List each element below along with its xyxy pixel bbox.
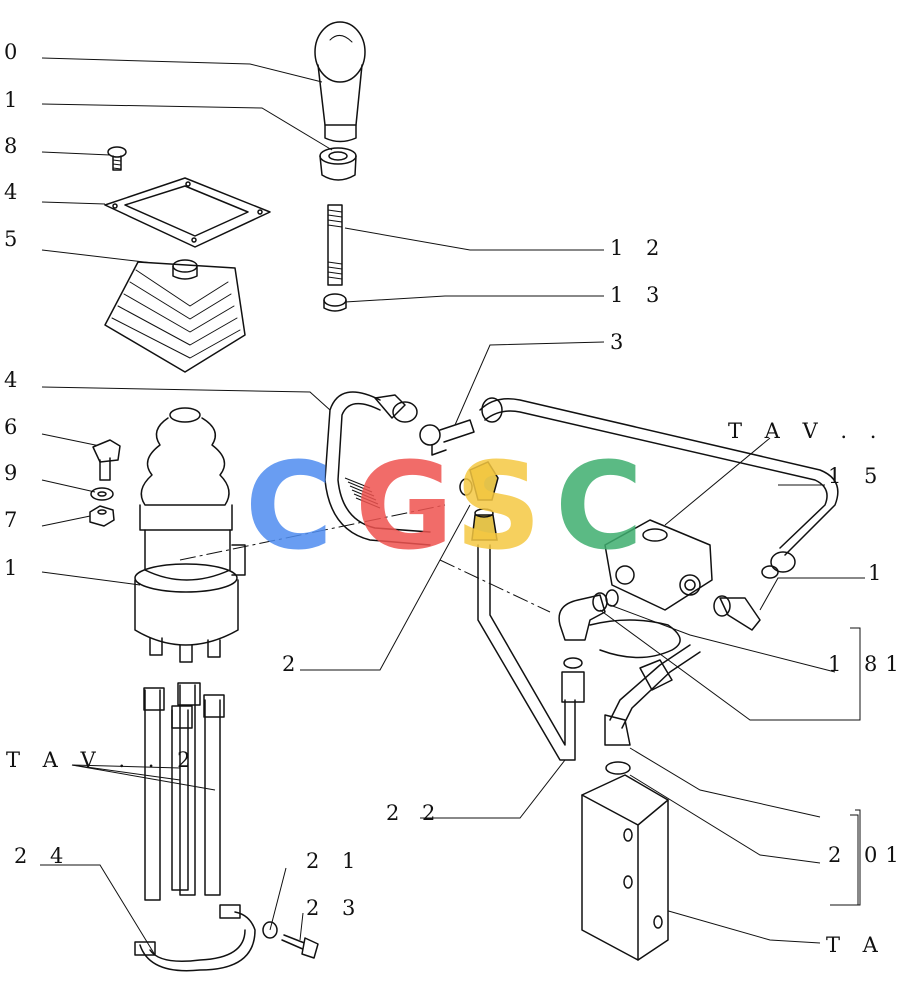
pilot-valve bbox=[134, 407, 246, 663]
hose-181 bbox=[604, 644, 701, 746]
watermark-letter-c1: C bbox=[245, 438, 333, 577]
hose-left-loop bbox=[324, 391, 431, 546]
callout-8: 8 bbox=[4, 134, 26, 158]
watermark-letter-s: S bbox=[455, 438, 541, 577]
callout-1-cap: 1 bbox=[4, 88, 26, 112]
elbow-fitting-18 bbox=[558, 589, 681, 659]
callout-0: 0 bbox=[4, 40, 26, 64]
manifold-block bbox=[581, 761, 669, 961]
callout-7: 7 bbox=[4, 508, 26, 532]
callout-13: 1 3 bbox=[610, 283, 668, 307]
bolt bbox=[92, 439, 121, 481]
fitting-2-elbow bbox=[459, 461, 499, 501]
grouping-brackets bbox=[832, 627, 861, 906]
pilot-hoses bbox=[143, 682, 225, 901]
watermark-letter-c2: C bbox=[555, 438, 643, 577]
callout-tav2-upper: T A V . . 2 bbox=[728, 419, 900, 443]
hose-right bbox=[479, 397, 839, 579]
callout-4-frame: 4 bbox=[4, 180, 26, 204]
callout-5: 5 bbox=[4, 227, 26, 251]
callout-181: 1 81 bbox=[828, 652, 900, 676]
elbow-fitting-1 bbox=[713, 595, 761, 631]
callout-1-valve: 1 bbox=[4, 556, 26, 580]
knob-cap bbox=[319, 147, 357, 181]
callout-4-hose: 4 bbox=[4, 368, 26, 392]
watermark: C G S C bbox=[245, 438, 643, 577]
hose-22 bbox=[477, 544, 585, 761]
clamp-washer bbox=[262, 921, 278, 939]
lever-knob bbox=[314, 21, 366, 143]
callout-tav2-lower: T A V . . 2 bbox=[6, 748, 199, 772]
hose-spring bbox=[344, 477, 381, 509]
callout-2: 2 bbox=[282, 652, 304, 676]
callout-24: 2 4 bbox=[14, 844, 72, 868]
callout-9: 9 bbox=[4, 461, 26, 485]
clamp-bolt bbox=[281, 934, 319, 959]
fitting-2-adapter bbox=[471, 508, 498, 541]
washer bbox=[90, 487, 114, 501]
callout-tav: T A V bbox=[826, 933, 900, 957]
boot-frame bbox=[104, 177, 271, 248]
callout-12: 1 2 bbox=[610, 236, 668, 260]
hose-clamp bbox=[134, 904, 256, 972]
nut bbox=[323, 293, 347, 312]
callout-22: 2 2 bbox=[386, 801, 444, 825]
callout-15: 1 5 bbox=[828, 464, 886, 488]
callout-1-elbow: 1 bbox=[868, 561, 890, 585]
rubber-boot bbox=[104, 259, 246, 373]
callout-201: 2 01 bbox=[828, 843, 900, 867]
screw bbox=[107, 146, 127, 171]
callout-21: 2 1 bbox=[306, 849, 364, 873]
hex-nut bbox=[89, 505, 115, 527]
callout-3: 3 bbox=[610, 330, 632, 354]
fitting-3 bbox=[419, 419, 475, 456]
callout-23: 2 3 bbox=[306, 896, 364, 920]
callout-6: 6 bbox=[4, 415, 26, 439]
threaded-stud bbox=[327, 204, 343, 286]
distributor-block bbox=[604, 519, 713, 611]
watermark-letter-g: G bbox=[355, 438, 454, 577]
